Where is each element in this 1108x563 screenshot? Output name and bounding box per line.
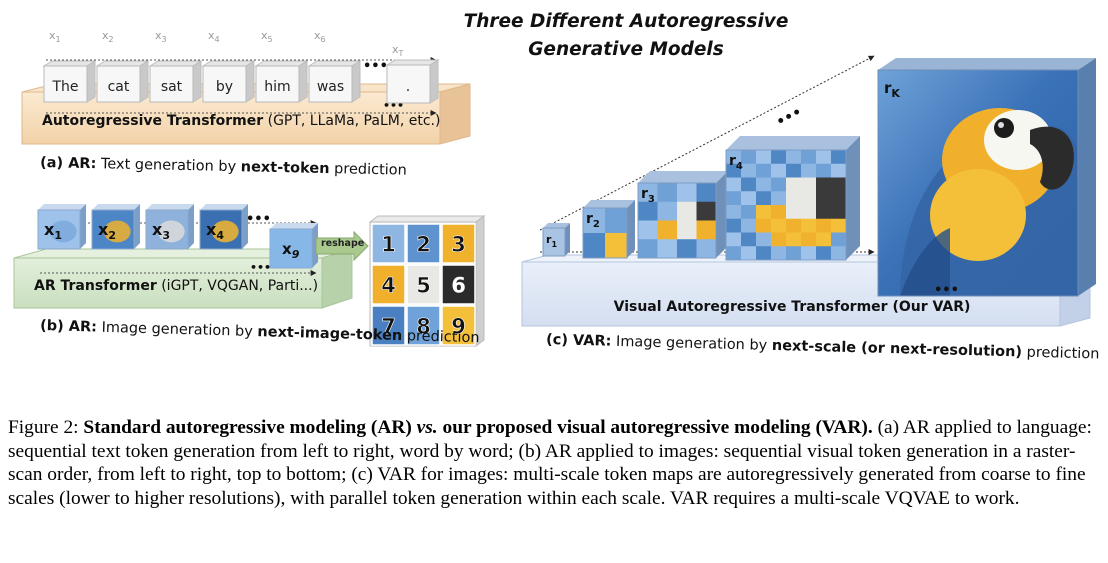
svg-text:(c) VAR: Image generation by n: (c) VAR: Image generation by next-scale …	[546, 332, 1100, 362]
ar-text-token-word: cat	[108, 79, 130, 95]
ar-text-block-label-rest: (GPT, LLaMa, PaLM, etc.)	[263, 113, 440, 129]
ar-image-block-label-bold: AR Transformer	[34, 278, 157, 294]
var-map-final-ellipsis: •••	[934, 283, 959, 298]
reshaped-grid-cell: 2	[406, 223, 441, 264]
caption-italic-vs: vs.	[416, 417, 438, 438]
ar-image-block-ellipsis: •••	[250, 261, 271, 274]
ar-text-caption-bold: next-token	[241, 159, 330, 177]
ar-text-token-index: x2	[102, 29, 114, 44]
caption-bold-part1: Standard autoregressive modeling (AR)	[83, 417, 417, 438]
ar-image-caption-bold: next-image-token	[257, 324, 402, 344]
ar-text-token-word: The	[51, 79, 78, 95]
ar-text-token: x5 him	[254, 29, 309, 103]
reshaped-grid-number: 3	[451, 233, 466, 257]
reshape-arrow: reshape	[315, 230, 369, 262]
caption-figure-label: Figure 2:	[8, 417, 84, 438]
caption-body: (a) AR applied to language: sequential t…	[8, 417, 1092, 509]
reshaped-grid-cell: 8	[406, 305, 441, 346]
ar-text-token-word: by	[216, 79, 233, 95]
ar-image-token-last: x9	[269, 223, 318, 269]
var-top-ellipsis: •••	[774, 104, 805, 131]
panel-a: Autoregressive Transformer (GPT, LLaMa, …	[21, 29, 471, 179]
ar-image-token-last-sub: 9	[292, 248, 300, 261]
ar-text-block-label-bold: Autoregressive Transformer	[42, 113, 263, 129]
ar-text-token-index: x4	[208, 29, 220, 44]
var-scale-map: r4	[725, 136, 860, 261]
figure-title-line2: Generative Models	[528, 39, 724, 60]
var-scale-map: r3	[637, 171, 728, 259]
ar-text-caption-pre: Text generation by	[96, 156, 241, 175]
ar-image-token: x4	[199, 204, 248, 250]
figure-diagram: Three Different Autoregressive Generativ…	[13, 11, 1100, 362]
var-scale-map: r2	[582, 200, 635, 259]
ar-text-token-index: x6	[314, 29, 326, 44]
ar-image-block-label-rest: (iGPT, VQGAN, Parti...)	[157, 278, 318, 294]
ar-text-token: x6 was	[307, 29, 362, 103]
ar-text-token: x4 by	[201, 29, 256, 103]
var-map-final: rK •••	[877, 58, 1096, 298]
ar-text-token-word: sat	[161, 79, 183, 95]
var-scale-map-label: r1	[546, 233, 557, 249]
ar-text-token-last-word: .	[406, 79, 410, 95]
reshaped-grid-number: 7	[381, 315, 396, 339]
ar-text-token-last-sub: T	[398, 49, 404, 58]
reshaped-grid-cell: 7	[371, 305, 406, 346]
ar-text-caption-tag: (a) AR:	[40, 155, 97, 172]
panel-b: AR Transformer (iGPT, VQGAN, Parti...) •…	[13, 204, 486, 347]
reshaped-grid-cell: 5	[406, 264, 441, 305]
var-caption-pre: Image generation by	[611, 334, 772, 354]
var-map-final-sub: K	[891, 87, 900, 100]
ar-image-token: x1	[37, 204, 86, 250]
var-scale-map: r1	[542, 223, 570, 257]
reshaped-grid-number: 2	[416, 233, 431, 257]
ar-text-caption-post: prediction	[329, 161, 407, 179]
var-caption-post: prediction	[1022, 344, 1100, 362]
ar-text-token-last: xT .	[385, 43, 440, 104]
ar-image-caption-pre: Image generation by	[97, 320, 258, 340]
reshaped-grid-cell: 1	[371, 223, 406, 264]
ar-image-caption-tag: (b) AR:	[40, 318, 97, 336]
figure-caption: Figure 2: Standard autoregressive modeli…	[8, 416, 1102, 510]
reshaped-grid-cell: 4	[371, 264, 406, 305]
reshaped-grid-number: 8	[416, 315, 431, 339]
ar-image-token: x3	[145, 204, 194, 250]
var-block-label: Visual Autoregressive Transformer (Our V…	[614, 299, 971, 315]
reshape-label: reshape	[321, 238, 364, 249]
ar-text-token-word: him	[264, 79, 290, 95]
ar-text-token-word: was	[317, 79, 344, 95]
caption-bold-part2: our proposed visual autoregressive model…	[437, 417, 873, 438]
figure-title-line1: Three Different Autoregressive	[464, 11, 789, 32]
ar-text-token-index: x3	[155, 29, 167, 44]
reshaped-grid-number: 6	[451, 274, 466, 298]
ar-text-token: x3 sat	[148, 29, 203, 103]
panel-c: Visual Autoregressive Transformer (Our V…	[521, 55, 1100, 362]
reshaped-grid-number: 4	[381, 274, 396, 298]
reshaped-grid-cell: 9	[441, 305, 476, 346]
svg-text:AR Transformer (iGPT, VQGAN, P: AR Transformer (iGPT, VQGAN, Parti...)	[34, 278, 318, 294]
svg-text:(b) AR: Image generation by ne: (b) AR: Image generation by next-image-t…	[40, 318, 480, 346]
var-caption-tag: (c) VAR:	[546, 332, 612, 350]
reshaped-grid-number: 1	[381, 233, 396, 257]
reshaped-grid-number: 9	[451, 315, 466, 339]
ar-text-token-index: x1	[49, 29, 61, 44]
reshaped-grid-number: 5	[416, 274, 431, 298]
ar-text-token: x2 cat	[95, 29, 150, 103]
ar-image-caption-post: prediction	[402, 328, 480, 346]
reshaped-grid-cell: 6	[441, 264, 476, 305]
svg-text:(a) AR: Text generation by nex: (a) AR: Text generation by next-token pr…	[40, 155, 407, 179]
reshaped-grid-cell: 3	[441, 223, 476, 264]
ar-image-token: x2	[91, 204, 140, 250]
svg-text:xT: xT	[392, 43, 404, 58]
ar-image-token-ellipsis: •••	[246, 212, 271, 227]
svg-text:Autoregressive Transformer (GP: Autoregressive Transformer (GPT, LLaMa, …	[42, 113, 440, 129]
ar-text-token-ellipsis: •••	[363, 59, 388, 74]
var-caption-bold: next-scale (or next-resolution)	[772, 338, 1023, 361]
ar-text-token-index: x5	[261, 29, 273, 44]
